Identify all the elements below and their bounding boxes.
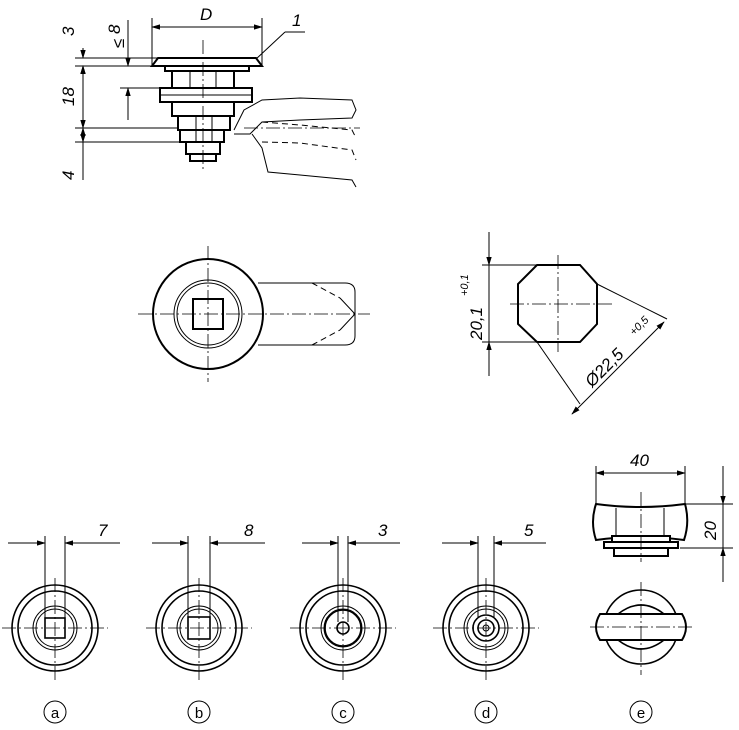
dim-diag-label: Ø22,5 — [581, 344, 628, 391]
variant-b: 8 b — [146, 521, 265, 724]
variant-a: 7 a — [2, 521, 120, 724]
head-cap — [150, 57, 264, 67]
variant-c-label: c — [339, 705, 347, 722]
variant-e-label: e — [637, 705, 645, 722]
variant-c: 3 c — [290, 521, 400, 724]
variant-b-dim: 8 — [244, 521, 254, 540]
variant-c-dim: 3 — [378, 521, 388, 540]
variant-e-dim-width: 40 — [630, 451, 649, 470]
square-profile: 20,1 +0,1 Ø22,5 +0,5 — [459, 232, 668, 415]
variant-e: 40 20 e — [590, 451, 733, 724]
cam-tongue — [233, 97, 357, 135]
dim-flat-label: 20,1 — [467, 307, 486, 341]
dim-grip-prefix: ≤ — [109, 39, 128, 48]
octagon-cutout — [517, 264, 598, 343]
dim-4-label: 4 — [59, 171, 78, 180]
dim-flat-tol: +0,1 — [459, 274, 471, 296]
front-view — [138, 246, 370, 382]
variant-d-label: d — [482, 705, 490, 722]
variant-a-dim: 7 — [98, 521, 108, 540]
variant-d: 5 d — [433, 521, 546, 724]
variant-e-dim-height: 20 — [701, 521, 720, 541]
dim-18-label: 18 — [59, 87, 78, 106]
dim-grip-label: 8 — [105, 24, 124, 34]
dim-d-label: D — [200, 5, 212, 24]
wing-knob-side — [592, 502, 689, 542]
side-view: D 1 — [59, 5, 360, 188]
variant-d-dim: 5 — [524, 521, 534, 540]
variant-b-label: b — [195, 705, 203, 722]
callout-1-label: 1 — [292, 11, 301, 30]
dim-diag-tol: +0,5 — [628, 314, 652, 338]
variant-a-label: a — [51, 705, 60, 722]
dim-3-label: 3 — [59, 26, 78, 36]
